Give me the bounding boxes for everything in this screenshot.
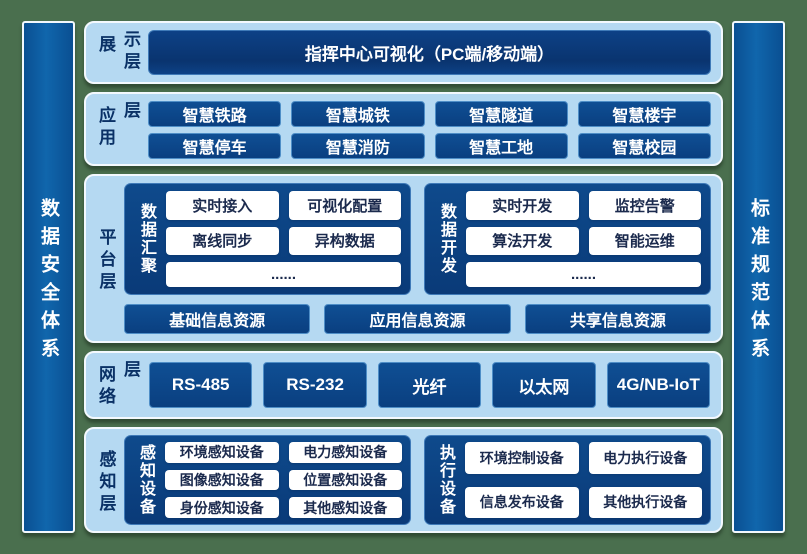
layer-label-perception: 感知层: [96, 449, 116, 516]
display-layer-content: 指挥中心可视化（PC端/移动端）: [148, 30, 711, 75]
layer-panel-application: 应用层 智慧铁路 智慧城铁 智慧隧道 智慧楼宇 智慧停车 智慧消防 智慧工地 智…: [84, 92, 723, 166]
network-box: RS-232: [263, 362, 367, 408]
sensing-devices-group: 感知设备 环境感知设备 电力感知设备 图像感知设备 位置感知设备 身份感知设备 …: [124, 435, 411, 525]
app-box: 智慧隧道: [434, 101, 568, 127]
layer-panel-display: 展示层 指挥中心可视化（PC端/移动端）: [84, 21, 723, 84]
layer-panel-perception: 感知层 感知设备 环境感知设备 电力感知设备 图像感知设备 位置感知设备 身份感…: [84, 427, 723, 533]
layer-label-platform: 平台层: [96, 228, 116, 294]
app-box: 智慧消防: [291, 133, 425, 159]
layer-panel-platform: 平台层 数据汇聚 实时接入 可视化配置 离线同步 异构数据 ......: [84, 174, 723, 343]
network-box: 光纤: [377, 362, 482, 408]
resource-row: 基础信息资源 应用信息资源 共享信息资源: [124, 304, 711, 334]
device-box: 其他执行设备: [588, 486, 702, 518]
device-box: 信息发布设备: [465, 486, 579, 518]
platform-item-more: ......: [166, 262, 401, 287]
platform-item: 可视化配置: [288, 191, 401, 220]
platform-item: 监控告警: [588, 191, 701, 220]
data-aggregation-label: 数据汇聚: [138, 203, 155, 275]
platform-item: 智能运维: [588, 226, 701, 256]
platform-item: 离线同步: [166, 226, 279, 256]
app-box: 智慧铁路: [148, 101, 282, 127]
platform-layer-content: 数据汇聚 实时接入 可视化配置 离线同步 异构数据 ...... 数据开发 实时…: [124, 183, 711, 334]
sensing-devices-label: 感知设备: [137, 444, 154, 516]
layer-label-application: 应用层: [96, 101, 140, 150]
platform-item-more: ......: [466, 262, 701, 287]
platform-groups: 数据汇聚 实时接入 可视化配置 离线同步 异构数据 ...... 数据开发 实时…: [124, 183, 711, 295]
resource-box: 共享信息资源: [524, 304, 711, 334]
application-grid: 智慧铁路 智慧城铁 智慧隧道 智慧楼宇 智慧停车 智慧消防 智慧工地 智慧校园: [148, 101, 711, 159]
data-development-grid: 实时开发 监控告警 算法开发 智能运维 ......: [466, 191, 701, 287]
resource-box: 应用信息资源: [324, 304, 511, 334]
data-aggregation-group: 数据汇聚 实时接入 可视化配置 离线同步 异构数据 ......: [124, 183, 411, 295]
device-box: 其他感知设备: [288, 497, 402, 518]
data-aggregation-grid: 实时接入 可视化配置 离线同步 异构数据 ......: [166, 191, 401, 287]
network-box: 4G/NB-IoT: [606, 362, 711, 408]
layer-label-display: 展示层: [96, 30, 140, 74]
network-box: 以太网: [492, 362, 596, 408]
execution-devices-grid: 环境控制设备 电力执行设备 信息发布设备 其他执行设备: [465, 442, 702, 518]
app-box: 智慧停车: [148, 133, 282, 159]
app-box: 智慧校园: [577, 133, 711, 159]
device-box: 电力感知设备: [288, 442, 402, 463]
standards-label: 标准规范体系: [748, 197, 769, 366]
execution-devices-group: 执行设备 环境控制设备 电力执行设备 信息发布设备 其他执行设备: [424, 435, 711, 525]
layer-stack: 展示层 指挥中心可视化（PC端/移动端） 应用层 智慧铁路 智慧城铁 智慧隧道 …: [84, 21, 723, 533]
data-security-sidebar: 数据安全体系: [22, 21, 75, 533]
device-box: 环境感知设备: [165, 442, 279, 463]
standards-sidebar: 标准规范体系: [732, 21, 785, 533]
data-security-label: 数据安全体系: [38, 197, 59, 366]
platform-item: 算法开发: [466, 226, 579, 256]
platform-item: 实时接入: [166, 191, 279, 220]
device-box: 位置感知设备: [288, 469, 402, 491]
network-box: RS-485: [149, 362, 253, 408]
data-development-label: 数据开发: [438, 203, 455, 275]
platform-item: 异构数据: [288, 226, 401, 256]
platform-item: 实时开发: [466, 191, 579, 220]
app-box: 智慧工地: [434, 133, 568, 159]
device-box: 图像感知设备: [165, 469, 279, 491]
layer-panel-network: 网络层 RS-485 RS-232 光纤 以太网 4G/NB-IoT: [84, 351, 723, 419]
network-row: RS-485 RS-232 光纤 以太网 4G/NB-IoT: [148, 360, 711, 410]
app-box: 智慧城铁: [291, 101, 425, 127]
resource-box: 基础信息资源: [124, 304, 311, 334]
sensing-devices-grid: 环境感知设备 电力感知设备 图像感知设备 位置感知设备 身份感知设备 其他感知设…: [165, 442, 402, 518]
data-development-group: 数据开发 实时开发 监控告警 算法开发 智能运维 ......: [424, 183, 711, 295]
command-center-box: 指挥中心可视化（PC端/移动端）: [148, 30, 711, 75]
device-box: 电力执行设备: [588, 442, 702, 474]
perception-groups: 感知设备 环境感知设备 电力感知设备 图像感知设备 位置感知设备 身份感知设备 …: [124, 435, 711, 525]
layer-label-network: 网络层: [96, 360, 140, 409]
device-box: 身份感知设备: [165, 497, 279, 518]
execution-devices-label: 执行设备: [437, 444, 454, 516]
device-box: 环境控制设备: [465, 442, 579, 474]
app-box: 智慧楼宇: [577, 101, 711, 127]
